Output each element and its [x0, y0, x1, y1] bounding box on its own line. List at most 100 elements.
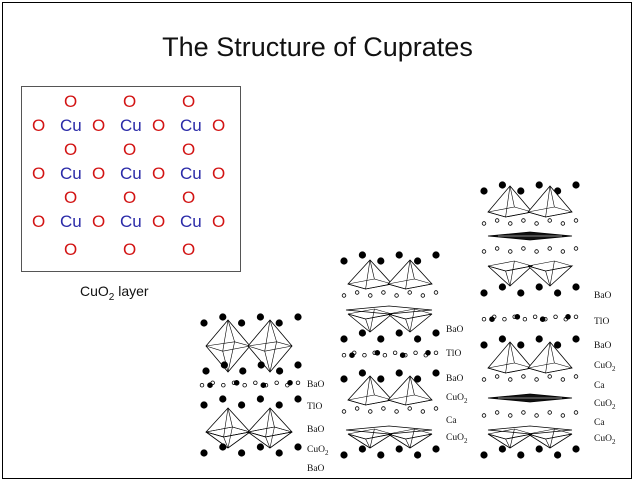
pyramid-edge	[409, 375, 415, 396]
open-atom	[573, 410, 579, 415]
open-atom	[522, 316, 528, 322]
pyramid-edge	[487, 367, 506, 374]
filled-atom	[480, 341, 488, 349]
open-atom	[368, 409, 373, 414]
pyramid-edge	[232, 426, 251, 433]
filled-atom	[200, 401, 208, 409]
pyramid-edge	[347, 278, 375, 285]
open-atom	[534, 413, 539, 418]
pyramid-edge	[505, 211, 533, 218]
pyramid-edge	[505, 341, 511, 374]
octahedron-edge	[227, 319, 235, 342]
layer-label-main: CuO	[594, 434, 612, 444]
oxygen-atom: O	[212, 212, 226, 231]
layer-label-subscript: 2	[463, 436, 468, 445]
layer-label: TlO	[594, 317, 609, 327]
filled-atom	[237, 449, 246, 457]
crystal-structure-3	[480, 181, 580, 459]
open-atom	[573, 374, 579, 379]
layer-label: Ca	[594, 381, 605, 391]
pyramid-edge	[527, 211, 546, 218]
pyramid-edge	[223, 436, 229, 449]
pyramid-edge	[505, 265, 533, 272]
filled-atom	[554, 341, 562, 349]
layer-label: Ca	[446, 416, 457, 426]
pyramid-edge	[414, 428, 433, 435]
pyramid-edge	[405, 399, 433, 406]
pyramid-edge	[223, 407, 229, 438]
open-atom	[508, 249, 513, 254]
pyramid-edge	[509, 185, 515, 208]
filled-atom	[572, 335, 580, 343]
pyramid-edge	[487, 433, 506, 440]
oxygen-atom: O	[92, 212, 106, 231]
octahedron-edge	[247, 341, 277, 347]
copper-atom: Cu	[180, 116, 202, 135]
filled-atom	[414, 375, 422, 383]
filled-atom	[377, 451, 385, 459]
pyramid-edge	[365, 318, 371, 333]
pyramid-edge	[265, 431, 293, 438]
layer-label-main: BaO	[594, 291, 612, 301]
open-atom	[341, 352, 347, 358]
pyramid-edge	[365, 283, 393, 290]
pyramid	[205, 407, 251, 438]
pyramid	[387, 375, 433, 406]
open-atom	[534, 377, 539, 382]
pyramid-edge	[265, 407, 271, 438]
filled-atom	[517, 187, 525, 195]
open-atom	[547, 218, 552, 223]
pyramid	[347, 259, 393, 290]
pyramid-edge	[527, 428, 555, 435]
layer-label-main: CuO	[307, 445, 325, 455]
layer-label: Ca	[594, 418, 605, 428]
pyramid	[527, 185, 573, 218]
filled-atom	[539, 316, 546, 323]
filled-atom	[340, 257, 348, 265]
oxygen-atom: O	[64, 188, 78, 207]
layer-label-main: TlO	[446, 349, 462, 359]
pyramid-edge	[365, 259, 371, 290]
filled-atom	[294, 443, 302, 451]
pyramid-edge	[365, 313, 393, 320]
pyramid-edge	[505, 185, 511, 218]
open-atom	[560, 413, 566, 418]
layer-label: CuO2	[594, 399, 615, 411]
oxygen-atom: O	[152, 212, 166, 231]
pyramid-edge	[554, 260, 573, 267]
oxygen-atom: O	[123, 140, 137, 159]
pyramid	[527, 265, 574, 287]
pyramid-edge	[387, 308, 415, 315]
layer-label: CuO2	[594, 361, 615, 373]
pyramid-edge	[527, 260, 555, 267]
pyramid-edge	[347, 399, 366, 406]
pyramid-edge	[487, 211, 506, 218]
filled-atom	[399, 352, 406, 358]
octahedron-edge	[227, 341, 235, 373]
layer-label: BaO	[594, 341, 611, 351]
pyramid-edge	[405, 313, 433, 320]
pyramid-edge	[545, 185, 551, 218]
layer-label: TlO	[446, 349, 461, 359]
layer-label: BaO	[446, 374, 463, 384]
filled-atom	[554, 289, 562, 297]
layer-label-main: Ca	[594, 381, 605, 391]
layer-label-main: CuO	[594, 361, 612, 371]
pyramid-edge	[527, 362, 555, 369]
pyramid-edge	[514, 260, 533, 267]
pyramid-edge	[487, 265, 506, 272]
pyramid-edge	[545, 367, 573, 374]
pyramid-edge	[347, 283, 366, 290]
pyramid-edge	[405, 283, 433, 290]
pyramid-edge	[509, 341, 515, 364]
filled-atom	[535, 335, 543, 343]
cuo2-lattice-box: O O O O Cu O Cu O Cu O O O O O Cu O Cu O…	[21, 86, 241, 272]
open-atom	[494, 218, 500, 223]
pyramid-edge	[347, 428, 375, 435]
layer-label-main: BaO	[307, 425, 325, 435]
pyramid-edge	[205, 426, 233, 433]
open-atom	[295, 380, 301, 385]
filled-atom	[480, 289, 488, 297]
filled-atom	[358, 251, 366, 259]
filled-atom	[414, 451, 422, 459]
